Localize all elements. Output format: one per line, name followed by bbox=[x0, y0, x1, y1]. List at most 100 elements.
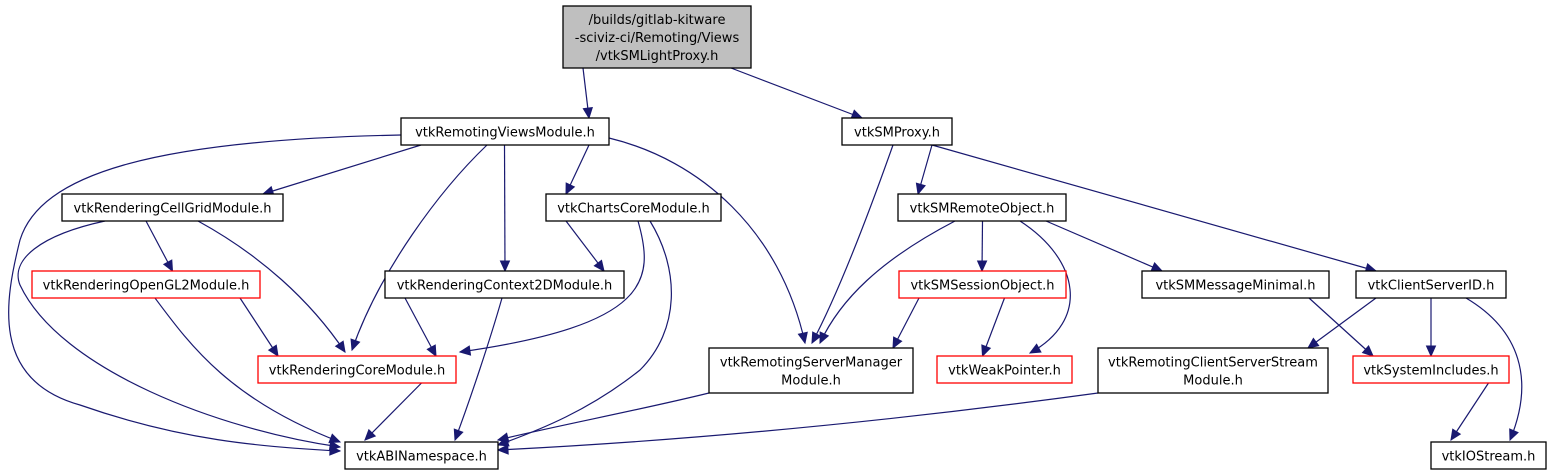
arrowhead-icon bbox=[328, 433, 342, 444]
edge-remoteobj-to-remsm bbox=[819, 220, 956, 345]
arrowhead-icon bbox=[582, 106, 593, 120]
edge-cellgrid-to-opengl2 bbox=[145, 220, 174, 273]
node-box bbox=[562, 5, 752, 69]
arrowhead-icon bbox=[981, 344, 992, 358]
edge-cellgrid-to-abi bbox=[17, 220, 342, 451]
edge-remcss-to-abi bbox=[496, 392, 1099, 455]
arrowhead-icon bbox=[1307, 337, 1320, 349]
graph-node-session[interactable]: vtkSMSessionObject.h bbox=[898, 270, 1067, 299]
graph-node-weakptr[interactable]: vtkWeakPointer.h bbox=[936, 355, 1073, 384]
arrowhead-icon bbox=[797, 331, 808, 345]
graph-node-iostream[interactable]: vtkIOStream.h bbox=[1430, 441, 1547, 470]
node-label: vtkRenderingOpenGL2Module.h bbox=[43, 279, 250, 294]
edge-line bbox=[262, 144, 422, 195]
node-box bbox=[898, 270, 1067, 299]
node-label: vtkWeakPointer.h bbox=[948, 364, 1061, 379]
arrowhead-icon bbox=[364, 428, 377, 441]
graph-node-chartscore[interactable]: vtkChartsCoreModule.h bbox=[545, 193, 722, 222]
graph-node-rendcore[interactable]: vtkRenderingCoreModule.h bbox=[257, 355, 457, 384]
edge-line bbox=[454, 297, 503, 441]
graph-node-cellgrid[interactable]: vtkRenderingCellGridModule.h bbox=[61, 193, 284, 222]
arrowhead-icon bbox=[350, 338, 361, 352]
graph-node-opengl2[interactable]: vtkRenderingOpenGL2Module.h bbox=[31, 270, 261, 299]
edge-line bbox=[1045, 220, 1163, 272]
edge-remsm-to-abi bbox=[496, 392, 710, 443]
edge-line bbox=[503, 144, 506, 272]
arrowhead-icon bbox=[976, 260, 988, 273]
edge-line bbox=[1307, 297, 1377, 349]
node-label: Module.h bbox=[781, 374, 841, 389]
node-label: Module.h bbox=[1183, 374, 1243, 389]
edge-remviews-to-rendcore bbox=[350, 144, 488, 352]
edge-csid-to-sysinc bbox=[1425, 298, 1437, 358]
edge-line bbox=[931, 144, 1377, 272]
arrowhead-icon bbox=[499, 260, 511, 273]
graph-node-msgmin[interactable]: vtkSMMessageMinimal.h bbox=[1141, 270, 1330, 299]
edge-remoteobj-to-weakptr bbox=[1019, 220, 1071, 354]
edge-chartscore-to-rendcore bbox=[458, 220, 645, 356]
edge-cellgrid-to-rendcore bbox=[197, 220, 346, 354]
node-box bbox=[545, 193, 722, 222]
graph-node-remoteobj[interactable]: vtkSMRemoteObject.h bbox=[897, 193, 1067, 222]
arrowhead-icon bbox=[458, 345, 472, 356]
edge-line bbox=[8, 134, 402, 452]
arrowhead-icon bbox=[328, 440, 342, 451]
node-label: vtkRemotingViewsModule.h bbox=[415, 126, 595, 141]
edge-session-to-remsm bbox=[892, 297, 920, 350]
arrowhead-icon bbox=[496, 432, 510, 443]
graph-node-root[interactable]: /builds/gitlab-kitware-sciviz-ci/Remotin… bbox=[562, 5, 752, 69]
edge-remviews-to-chartscore bbox=[565, 144, 590, 196]
edge-line bbox=[197, 220, 346, 353]
edge-line bbox=[459, 220, 645, 353]
graph-node-sysinc[interactable]: vtkSystemIncludes.h bbox=[1352, 355, 1510, 384]
node-label: vtkRenderingCellGridModule.h bbox=[74, 202, 272, 217]
arrowhead-icon bbox=[892, 336, 903, 350]
node-box bbox=[841, 117, 953, 146]
node-label: vtkRemotingServerManager bbox=[720, 356, 903, 371]
edge-line bbox=[730, 67, 863, 119]
arrowhead-icon bbox=[1425, 345, 1437, 358]
edge-rendcore-to-abi bbox=[364, 382, 422, 441]
graph-node-csid[interactable]: vtkClientServerID.h bbox=[1355, 270, 1507, 299]
edge-remoteobj-to-msgmin bbox=[1045, 220, 1164, 272]
node-box bbox=[400, 117, 610, 146]
arrowhead-icon bbox=[267, 344, 279, 358]
arrowhead-icon bbox=[1361, 345, 1374, 357]
edge-csid-to-iostream bbox=[1465, 297, 1523, 442]
arrowhead-icon bbox=[1509, 428, 1519, 442]
graph-node-remviews[interactable]: vtkRemotingViewsModule.h bbox=[400, 117, 610, 146]
edge-line bbox=[1019, 220, 1071, 354]
edge-opengl2-to-rendcore bbox=[239, 297, 279, 358]
graph-node-smproxy[interactable]: vtkSMProxy.h bbox=[841, 117, 953, 146]
arrowhead-icon bbox=[1028, 343, 1042, 354]
edge-root-to-smproxy bbox=[730, 67, 864, 120]
arrowhead-icon bbox=[811, 331, 822, 345]
graph-node-context2d[interactable]: vtkRenderingContext2DModule.h bbox=[384, 270, 625, 299]
nodes-layer: /builds/gitlab-kitware-sciviz-ci/Remotin… bbox=[31, 5, 1547, 470]
edge-remviews-to-remsm bbox=[608, 137, 808, 345]
node-box bbox=[1352, 355, 1510, 384]
arrowhead-icon bbox=[565, 182, 576, 196]
edge-line bbox=[364, 382, 422, 441]
node-label: vtkRenderingCoreModule.h bbox=[269, 364, 445, 379]
node-label: vtkSMSessionObject.h bbox=[910, 279, 1054, 294]
edge-msgmin-to-sysinc bbox=[1308, 297, 1374, 357]
edge-smproxy-to-remoteobj bbox=[915, 144, 933, 196]
edge-line bbox=[811, 144, 894, 344]
node-box bbox=[1355, 270, 1507, 299]
node-label: vtkIOStream.h bbox=[1442, 450, 1536, 465]
arrowhead-icon bbox=[915, 182, 926, 196]
node-label: /vtkSMLightProxy.h bbox=[596, 49, 719, 64]
node-box bbox=[936, 355, 1073, 384]
edge-remoteobj-to-session bbox=[976, 220, 988, 273]
edge-session-to-weakptr bbox=[981, 297, 1006, 358]
edge-line bbox=[1465, 297, 1523, 441]
edges-layer bbox=[8, 67, 1523, 456]
node-label: vtkSMRemoteObject.h bbox=[910, 202, 1055, 217]
node-label: /builds/gitlab-kitware bbox=[589, 13, 726, 28]
node-box bbox=[257, 355, 457, 384]
graph-node-abi[interactable]: vtkABINamespace.h bbox=[344, 441, 499, 470]
node-box bbox=[1141, 270, 1330, 299]
